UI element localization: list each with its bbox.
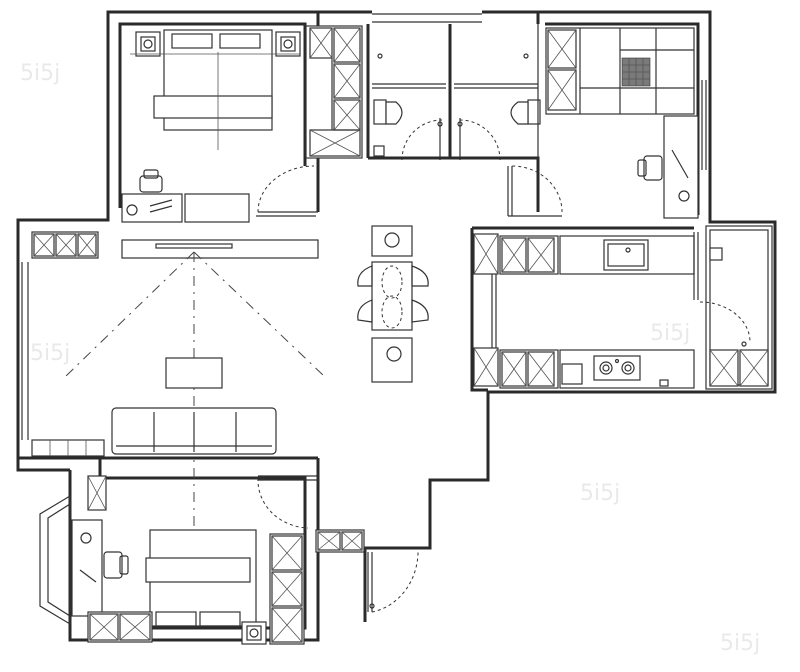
balcony: [709, 247, 769, 387]
coffee-table: [165, 357, 223, 389]
chair: [637, 155, 663, 181]
wardrobe: [545, 27, 695, 115]
watermark-text: 5i5j: [650, 321, 690, 346]
toilet: [373, 99, 403, 125]
door-swing: [699, 301, 751, 343]
watermark-text: 5i5j: [30, 341, 70, 366]
second-bedroom: [71, 475, 365, 645]
door-swing: [401, 118, 443, 161]
kitchen: [470, 226, 751, 392]
wardrobe: [305, 25, 363, 159]
door-swing: [369, 547, 419, 613]
desk: [121, 193, 250, 223]
living-room: [31, 231, 325, 620]
door-swing: [507, 165, 563, 217]
watermark-text: 5i5j: [20, 61, 60, 86]
study-bedroom: [507, 27, 699, 219]
chair: [103, 551, 129, 579]
bathroom-right: [368, 24, 541, 212]
dining-area: [357, 225, 429, 383]
sofa: [111, 407, 277, 455]
grid-shelf: [621, 57, 651, 87]
nightstand: [135, 31, 161, 57]
bathroom-left: [366, 24, 446, 161]
bed: [145, 529, 257, 627]
wardrobe: [87, 533, 305, 645]
desk: [71, 519, 103, 617]
nightstand: [275, 31, 301, 57]
bed: [130, 29, 300, 150]
entrance: [367, 547, 419, 613]
tv-cabinet: [31, 231, 319, 259]
dining-table: [371, 225, 413, 383]
door-swing: [457, 118, 501, 161]
chair: [357, 265, 429, 329]
washing-machine: [739, 341, 769, 387]
chair: [139, 169, 163, 193]
toilet: [510, 99, 541, 125]
sink: [603, 239, 649, 271]
watermark-text: 5i5j: [720, 631, 760, 656]
watermark-text: 5i5j: [580, 481, 620, 506]
desk: [663, 115, 699, 219]
door-swing: [256, 165, 318, 217]
master-bedroom: [121, 25, 363, 223]
stove: [593, 355, 641, 381]
door-swing: [257, 475, 318, 529]
nightstand: [241, 621, 267, 645]
watermark: 5i5j 5i5j 5i5j 5i5j 5i5j: [20, 61, 760, 656]
